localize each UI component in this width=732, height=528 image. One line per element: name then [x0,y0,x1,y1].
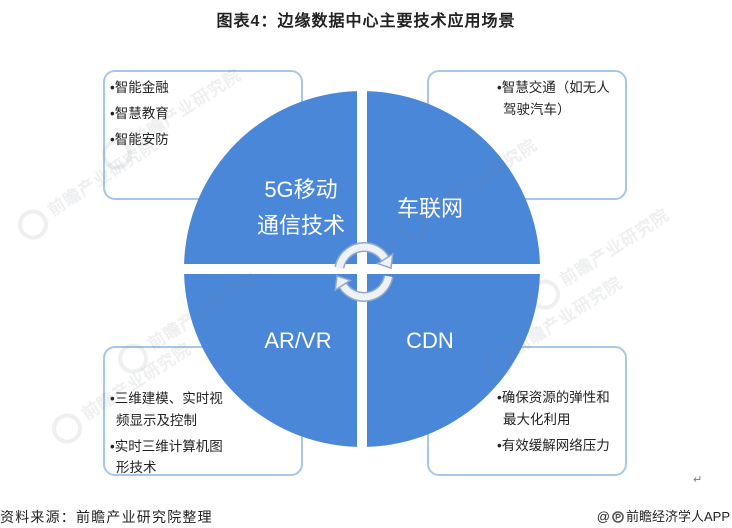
source-note: 资料来源：前瞻产业研究院整理 [0,509,213,525]
list-item-text-continued: 驾驶汽车） [503,101,571,117]
list-item: •智能金融 [110,77,301,99]
list-item: •智慧交通（如无人 驾驶汽车） [497,77,625,120]
cycle-arrows-icon [334,242,394,302]
paragraph-mark: ↵ [693,473,703,486]
brand-name: 前瞻经济学人APP [625,509,730,524]
cycle-arrow-top [334,242,394,270]
cycle-arrow-bottom-shaft [339,275,393,301]
quadrant-top-left [184,91,357,264]
list-item: •有效缓解网络压力 [497,435,625,457]
quadrant-label-5g-line1: 5G移动 [264,177,337,202]
list-item: •确保资源的弹性和 最大化利用 [497,387,625,430]
cycle-arrow-top-shaft [335,243,389,269]
quadrant-label-cdn: CDN [406,328,454,353]
quadrant-label-iov: 车联网 [397,196,463,221]
quadrant-top-right [367,91,540,264]
list-item-text: •智能安防 [110,132,169,147]
list-item-text: •实时三维计算机图 [110,438,223,454]
list-item-text: •三维建模、实时视 [110,391,223,406]
cycle-arrow-bottom-head [334,274,353,292]
list-item-text: •确保资源的弹性和 [497,390,610,405]
list-item-text: •智慧交通（如无人 [497,80,610,95]
quadrant-label-ar-vr: AR/VR [264,328,331,353]
cycle-arrow-top-head [375,252,394,270]
list-item-text-continued: 形技术 [116,460,157,475]
brand-credit: @ 前瞻经济学人APP [597,508,730,526]
list-item-text-continued: 频显示及控制 [116,412,197,428]
list-item-text: •有效缓解网络压力 [497,437,610,453]
brand-prefix: @ [596,509,610,524]
quadrant-bottom-right [367,274,540,447]
list-item-text-continued: 最大化利用 [503,411,571,427]
list-item-text: •智慧教育 [110,106,169,121]
qianzhan-logo-icon [612,511,624,523]
quadrant-label-5g-line2: 通信技术 [257,213,345,238]
list-item: •三维建模、实时视 频显示及控制 [110,388,301,431]
list-item: •实时三维计算机图 形技术 [110,436,301,479]
cycle-arrow-bottom [334,274,394,302]
figure-title: 图表4：边缘数据中心主要技术应用场景 [216,13,516,30]
list-item: •智慧教育 [110,103,301,125]
logo-mark [615,513,621,520]
quadrant-bottom-left [184,274,357,447]
list-item-text: •智能金融 [110,80,169,95]
list-item: •智能安防 [110,129,301,151]
logo-ring [612,511,624,523]
